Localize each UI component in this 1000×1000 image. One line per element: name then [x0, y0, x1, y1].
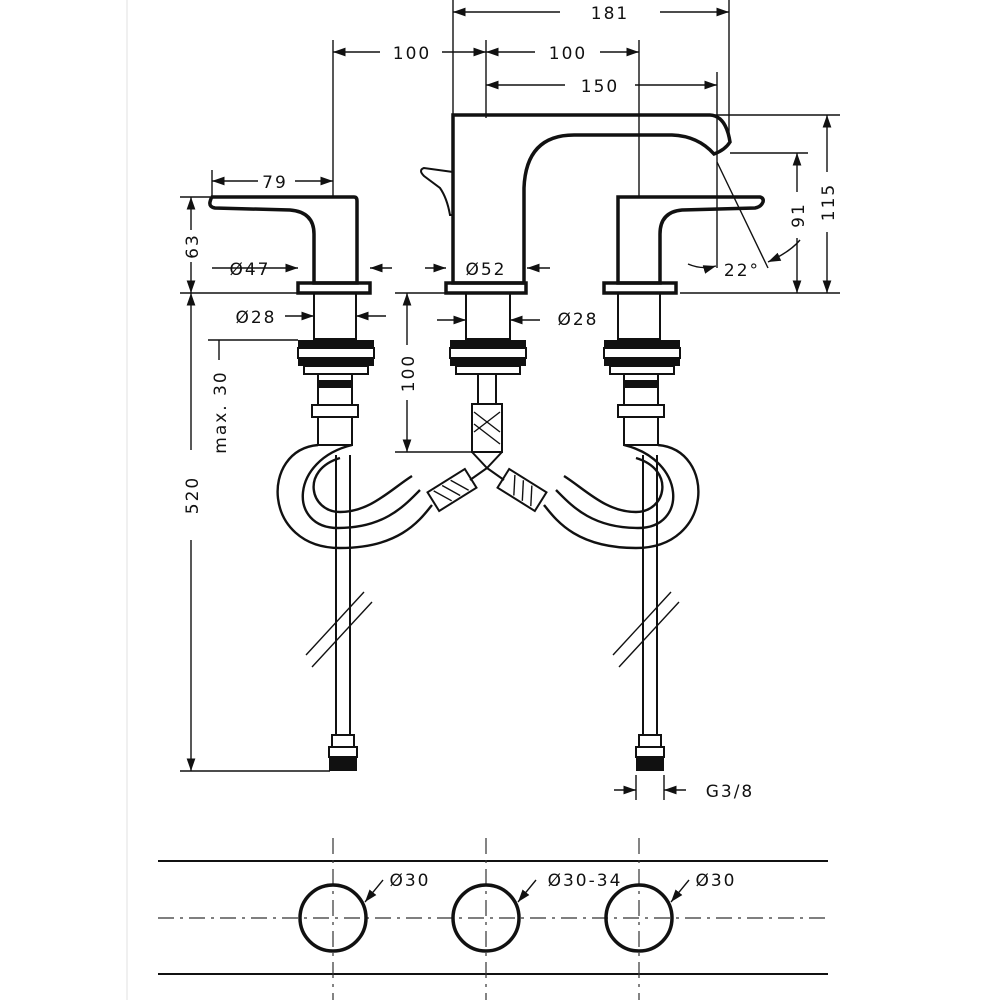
handle-height-label: 63	[183, 233, 203, 259]
handle-depth-label: 79	[262, 173, 288, 193]
right-mounting-nut	[603, 340, 681, 446]
dim-outlet-height: 91	[680, 152, 840, 294]
left-spacing-label: 100	[393, 44, 431, 64]
spout-body	[444, 113, 732, 340]
dim-hose-length: 520	[180, 293, 330, 772]
dim-shank-length: 100	[395, 292, 472, 453]
hole-plan-view	[126, 0, 828, 1000]
center-shank-dia-label: Ø28	[557, 310, 598, 330]
dim-spout-reach: 150	[486, 72, 718, 268]
spout-height-label: 115	[819, 183, 839, 221]
right-hose-loop	[543, 443, 700, 550]
left-mounting-nut	[297, 340, 375, 446]
right-hole-label: Ø30	[695, 871, 736, 891]
dim-right-spacing: 100	[486, 40, 640, 196]
thread-label: G3/8	[706, 782, 755, 802]
dim-center-shank-dia: Ø28	[437, 310, 598, 330]
y-connector	[426, 467, 548, 513]
overall-width-label: 181	[591, 4, 629, 24]
dim-max-deck: max. 30	[208, 339, 298, 454]
dim-overall-width: 181	[452, 0, 730, 140]
hose-length-label: 520	[183, 476, 203, 514]
popup-lever	[420, 166, 454, 216]
dim-left-shank-dia: Ø28	[235, 308, 386, 328]
spout-angle-label: 22°	[724, 261, 760, 281]
right-supply-pipe	[612, 455, 680, 771]
dim-spout-base-dia: Ø52	[425, 260, 550, 280]
shank-length-label: 100	[399, 354, 419, 392]
dim-left-spacing: 100	[332, 40, 487, 196]
left-supply-pipe	[305, 455, 373, 771]
right-spacing-label: 100	[549, 44, 587, 64]
outlet-height-label: 91	[789, 202, 809, 228]
right-handle	[602, 195, 765, 340]
dim-handle-base-dia: Ø47	[212, 260, 392, 280]
center-mounting-nut	[449, 340, 527, 470]
left-shank-dia-label: Ø28	[235, 308, 276, 328]
dim-spout-angle: 22°	[687, 161, 801, 281]
dim-thread: G3/8	[614, 775, 755, 802]
center-hole: Ø30-34	[451, 871, 623, 953]
right-hole: Ø30	[604, 871, 736, 953]
dim-handle-height: 63	[180, 196, 298, 294]
left-hole-label: Ø30	[389, 871, 430, 891]
max-deck-label: max. 30	[211, 370, 231, 453]
spout-reach-label: 150	[581, 77, 619, 97]
dim-handle-depth: 79	[211, 170, 333, 196]
handle-base-dia-label: Ø47	[229, 260, 270, 280]
dim-spout-height: 115	[710, 114, 840, 293]
spout-base-dia-label: Ø52	[465, 260, 506, 280]
left-hose-loop	[276, 443, 433, 550]
left-hole: Ø30	[298, 871, 430, 953]
center-hole-label: Ø30-34	[548, 871, 623, 891]
